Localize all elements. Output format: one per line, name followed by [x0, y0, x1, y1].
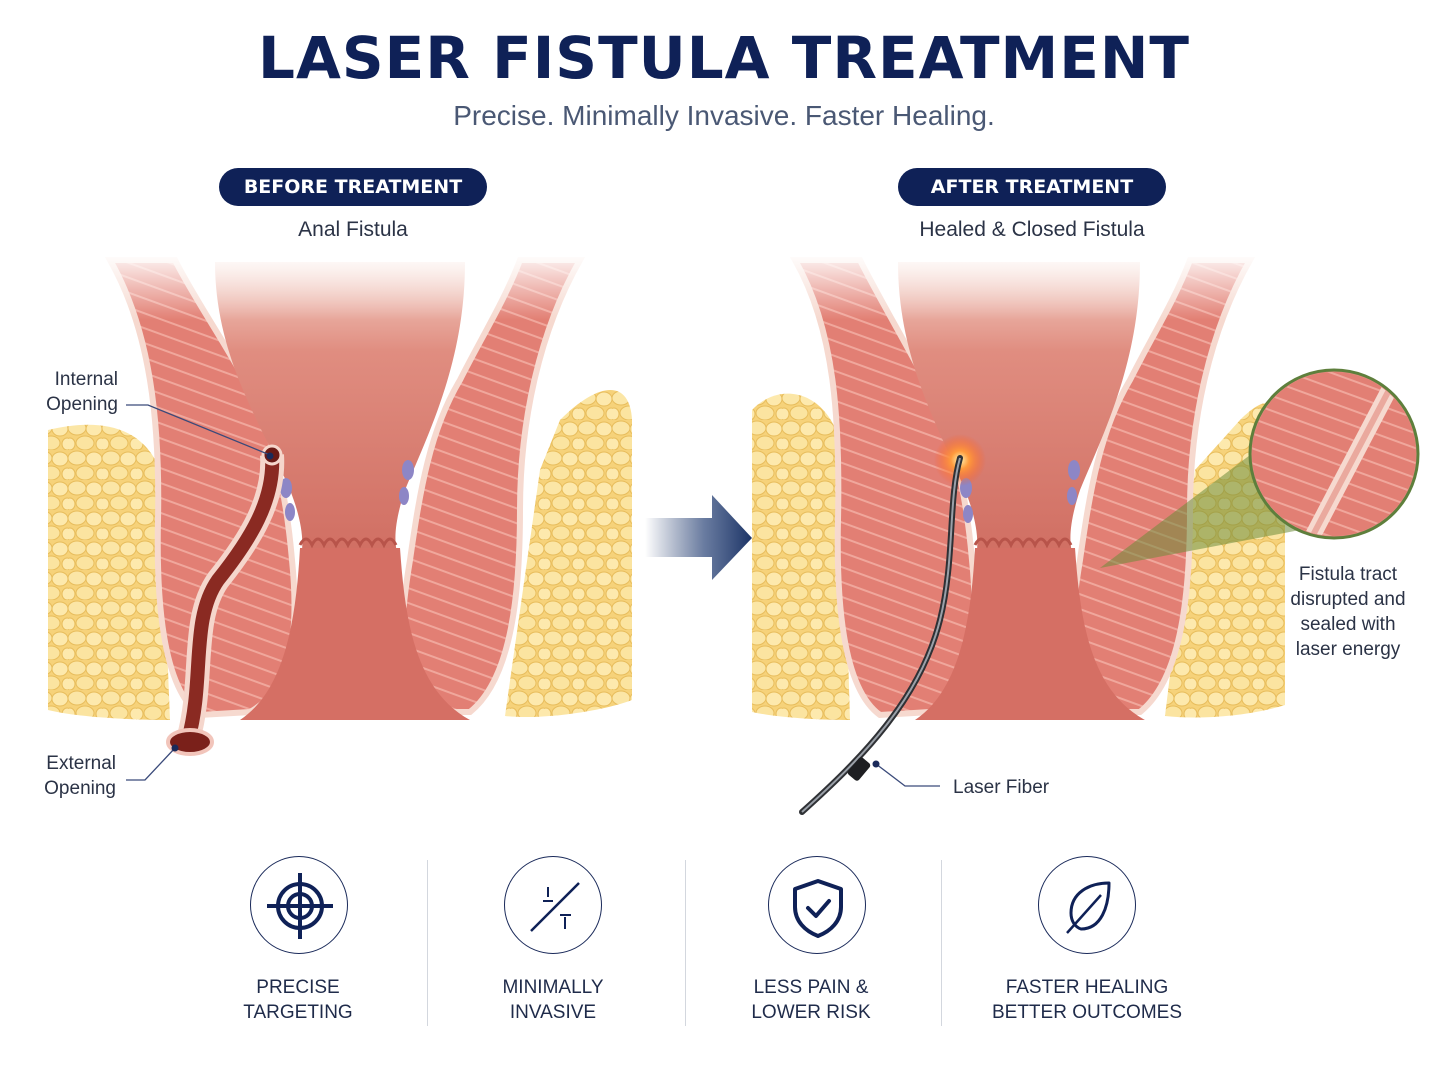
after-caption: Healed & Closed Fistula: [919, 218, 1145, 241]
benefit-divider: [685, 860, 686, 1026]
healed-tissue-callout: [1248, 368, 1420, 540]
before-anatomy: [40, 250, 640, 781]
benefit-divider: [941, 860, 942, 1026]
after-treatment-badge: AFTER TREATMENT: [898, 168, 1166, 206]
after-anatomy: [752, 250, 1420, 815]
before-treatment-badge: BEFORE TREATMENT: [219, 168, 487, 206]
target-icon: [250, 856, 348, 954]
shield-check-icon: [768, 856, 866, 954]
incision-icon: [504, 856, 602, 954]
benefit-divider: [427, 860, 428, 1026]
page-subtitle: Precise. Minimally Invasive. Faster Heal…: [453, 100, 995, 131]
benefit-less-pain: LESS PAIN &LOWER RISK: [751, 977, 871, 1023]
transition-arrow: [645, 495, 752, 580]
before-caption: Anal Fistula: [298, 218, 408, 241]
page-title: LASER FISTULA TREATMENT: [258, 24, 1190, 92]
anatomy-illustration: [40, 250, 1420, 815]
leaf-icon: [1038, 856, 1136, 954]
laser-fiber-label: Laser Fiber: [953, 777, 1050, 798]
